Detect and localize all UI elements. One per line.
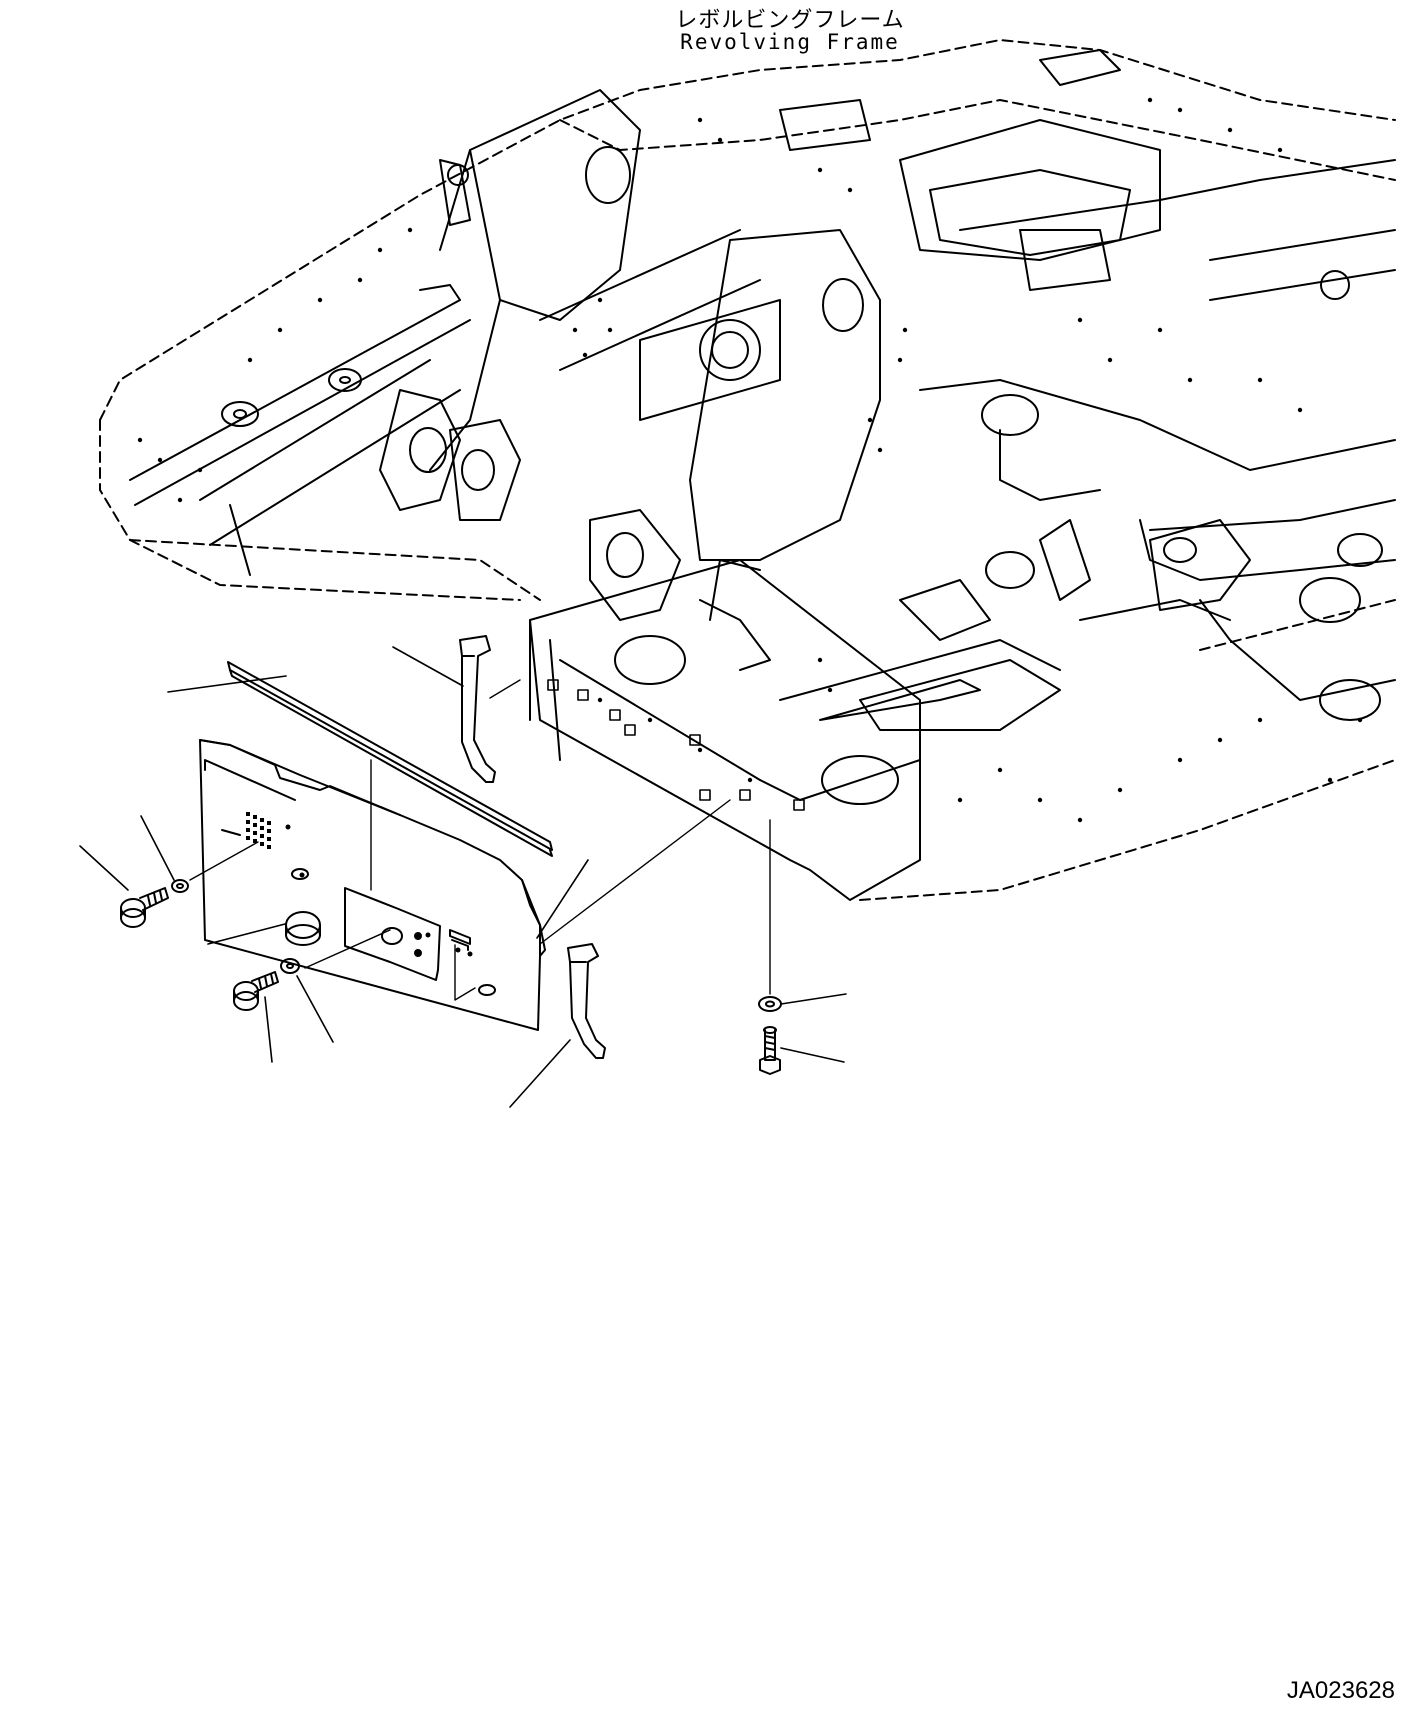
bracket-right: [568, 944, 605, 1058]
washer-right: [759, 997, 781, 1011]
bracket-left: [460, 636, 495, 782]
bolt-right: [760, 1027, 780, 1074]
alignment-lines: [190, 680, 770, 1000]
frame-title-english: Revolving Frame: [680, 30, 900, 54]
rubber-seal-strip: [228, 662, 552, 856]
revolving-frame: [100, 40, 1395, 900]
bolt-center: [234, 972, 278, 1010]
drawing-number: JA023628: [1286, 1677, 1395, 1704]
cover-panel: [200, 740, 545, 1030]
plug-cap: [286, 912, 320, 945]
bolt-left: [121, 888, 168, 927]
washer-center: [281, 959, 299, 973]
frame-title-japanese: レボルビングフレーム: [675, 8, 905, 33]
washer-left: [172, 880, 188, 892]
leader-lines: [80, 647, 846, 1107]
